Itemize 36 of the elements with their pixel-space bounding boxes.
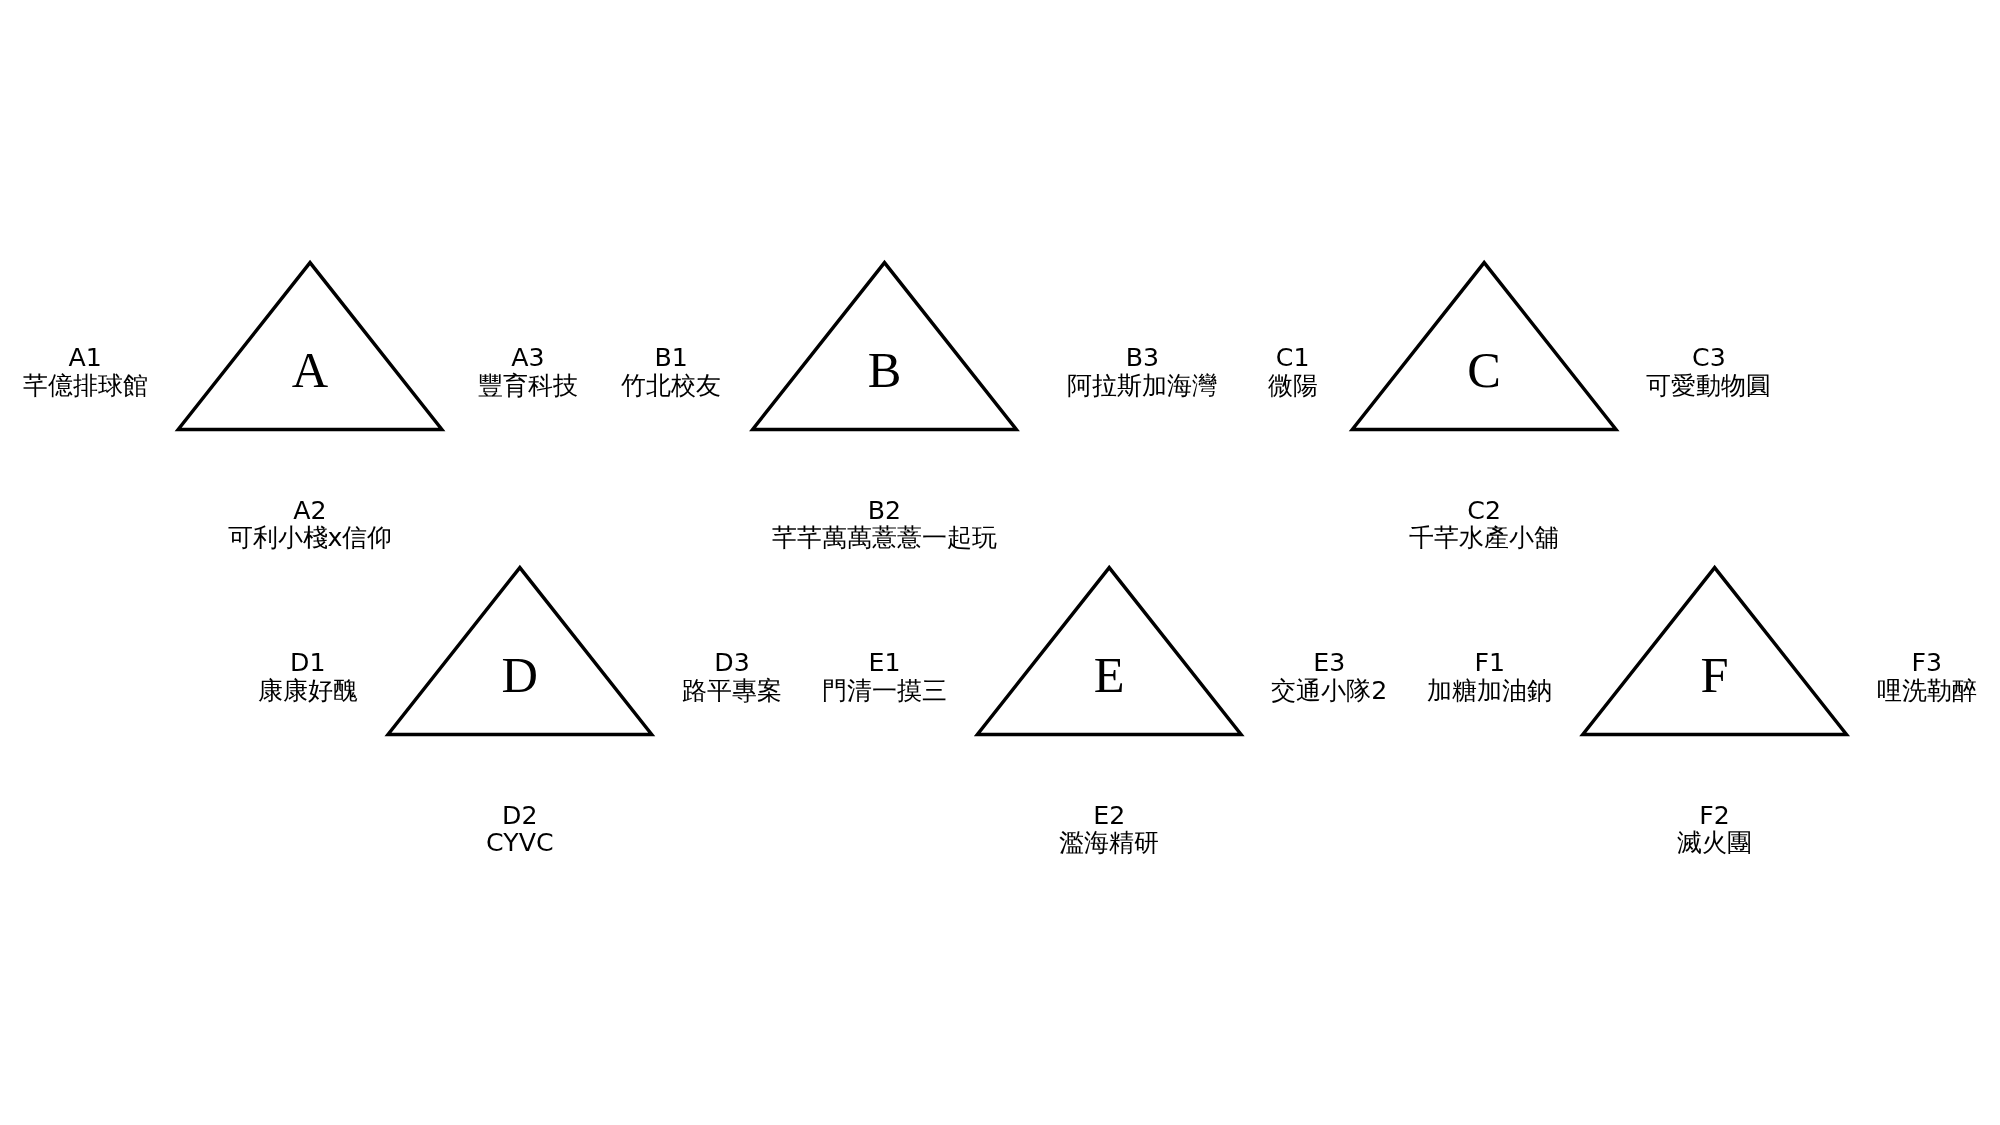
- node-label: 千芊水產小舖: [1409, 522, 1560, 552]
- node-label: 可愛動物圓: [1646, 370, 1772, 400]
- node-label: 路平專案: [681, 675, 782, 705]
- node-label: 微陽: [1267, 370, 1318, 400]
- node-label: E1: [868, 647, 901, 677]
- node-label: B3: [1125, 342, 1160, 372]
- node-label: C3: [1692, 342, 1726, 372]
- node-label: E2: [1093, 800, 1126, 830]
- node-label: 康康好醜: [257, 675, 358, 705]
- node-label: C1: [1275, 342, 1310, 372]
- node-label: A1: [68, 342, 102, 372]
- node-label: F3: [1911, 647, 1943, 677]
- node-label: 可利小棧x信仰: [227, 522, 393, 552]
- node-label: 門清一摸三: [821, 675, 947, 705]
- node-label: CYVC: [486, 827, 554, 857]
- node-label: 哩洗勒醉: [1876, 675, 1977, 705]
- node-label: B2: [867, 495, 902, 525]
- node-label: B1: [654, 342, 688, 372]
- node-label: 交通小隊2: [1271, 675, 1388, 705]
- node-label: D2: [502, 800, 538, 830]
- node-label: 阿拉斯加海灣: [1067, 370, 1218, 400]
- node-label: F2: [1699, 800, 1730, 830]
- node-label: D3: [714, 647, 750, 677]
- node-label: 滅火團: [1677, 827, 1753, 857]
- node-label: D1: [290, 647, 326, 677]
- node-label: E3: [1313, 647, 1346, 677]
- node-label: 芊芊萬萬薏薏一起玩: [771, 522, 997, 552]
- node-label: A2: [293, 495, 327, 525]
- node-label: A3: [511, 342, 545, 372]
- node-label: 濫海精研: [1059, 827, 1160, 857]
- node-label: 加糖加油鈉: [1427, 675, 1553, 705]
- node-label: 豐育科技: [477, 370, 578, 400]
- node-label: F1: [1474, 647, 1506, 677]
- node-label: C2: [1467, 495, 1501, 525]
- node-label: 竹北校友: [621, 370, 722, 400]
- node-label: 芊億排球館: [22, 370, 148, 400]
